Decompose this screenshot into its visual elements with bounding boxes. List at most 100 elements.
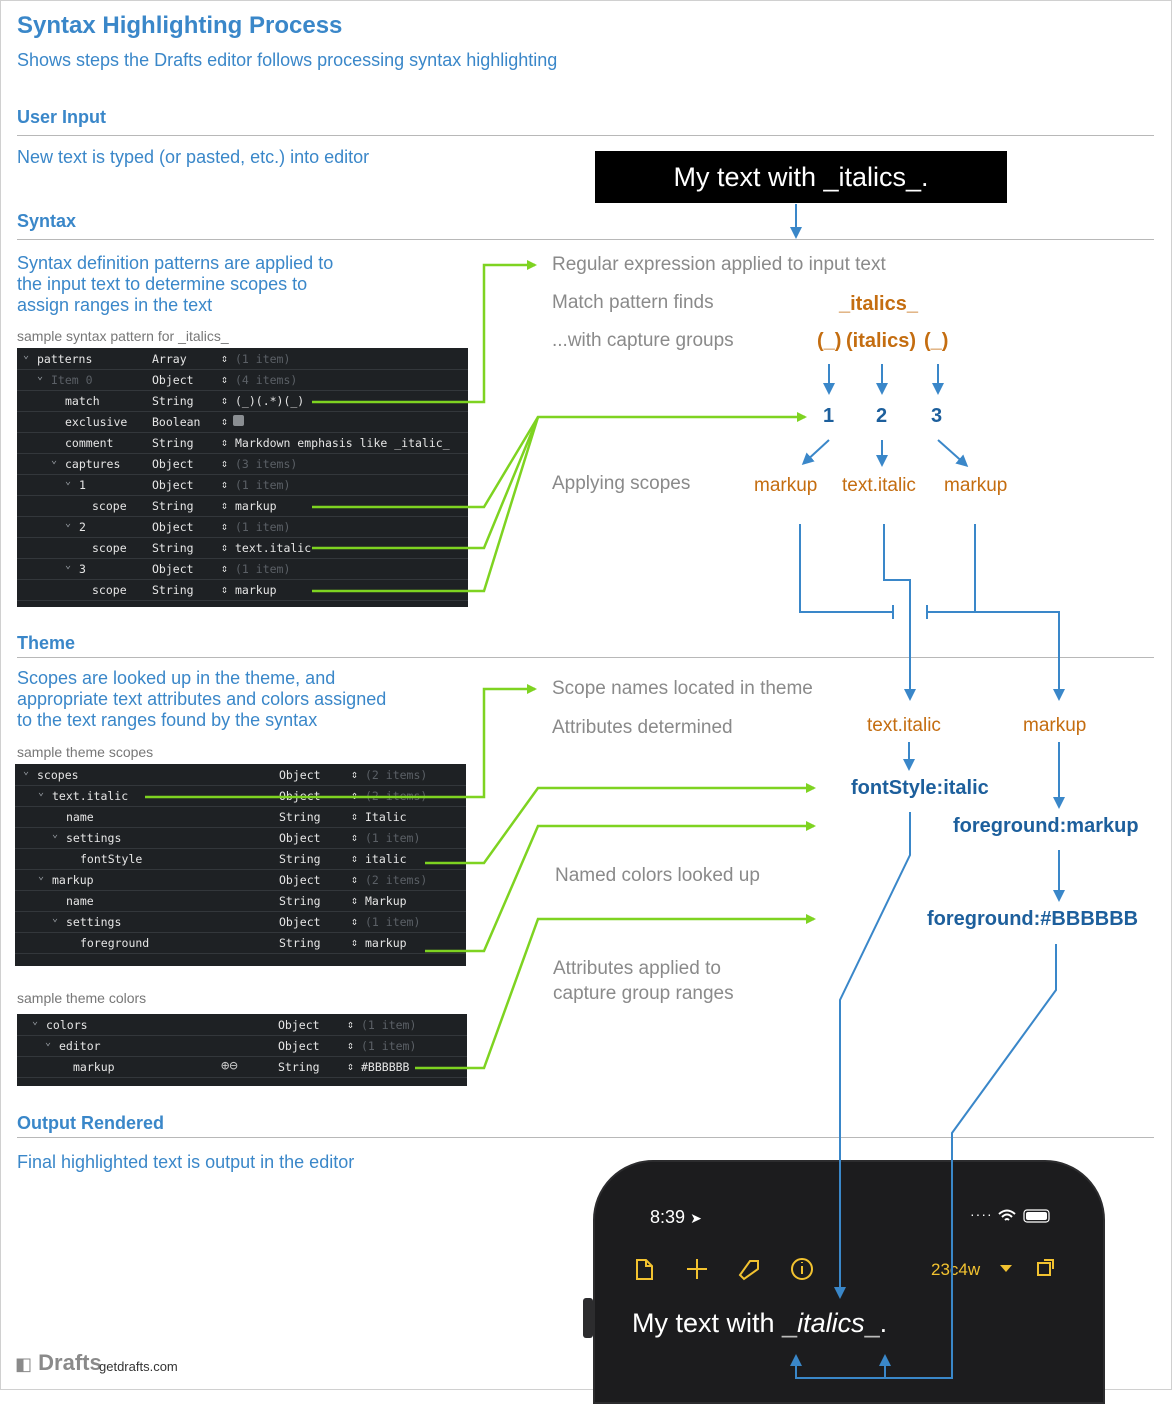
theme-description: Scopes are looked up in the theme, and a… (17, 668, 386, 731)
type-stepper-icon[interactable]: ⇕ (221, 435, 228, 449)
section-divider (17, 1137, 1154, 1138)
type-stepper-icon[interactable]: ⇕ (347, 1038, 354, 1052)
type-stepper-icon[interactable]: ⇕ (347, 1017, 354, 1031)
disclosure-chevron-icon[interactable]: ⌄ (65, 518, 72, 529)
type-stepper-icon[interactable]: ⇕ (351, 767, 358, 781)
disclosure-chevron-icon[interactable]: ⌄ (45, 1037, 52, 1048)
phone-toolbar[interactable] (632, 1255, 1072, 1285)
table-value: (_)(.*)(_) (235, 394, 305, 408)
color-connector (415, 914, 816, 1070)
table-value: Italic (365, 810, 407, 824)
type-stepper-icon[interactable]: ⇕ (351, 893, 358, 907)
capture-connector-2 (312, 416, 540, 550)
markup-path (926, 524, 1059, 698)
disclosure-chevron-icon[interactable]: ⌄ (23, 350, 30, 361)
table-type: Object (278, 1039, 320, 1053)
table-key: scopes (37, 768, 79, 782)
attributes-applied-label: Attributes applied to capture group rang… (553, 956, 734, 1006)
table-type: String (279, 936, 321, 950)
table-type: String (278, 1060, 320, 1074)
type-stepper-icon[interactable]: ⇕ (347, 1059, 354, 1073)
type-stepper-icon[interactable]: ⇕ (221, 393, 228, 407)
type-stepper-icon[interactable]: ⇕ (351, 935, 358, 949)
type-stepper-icon[interactable]: ⇕ (351, 851, 358, 865)
attributes-applied-line: Attributes applied to (553, 958, 721, 979)
table-type: String (152, 499, 194, 513)
disclosure-chevron-icon[interactable]: ⌄ (38, 871, 45, 882)
type-stepper-icon[interactable]: ⇕ (221, 477, 228, 491)
fontstyle-connector (425, 783, 816, 865)
type-stepper-icon[interactable]: ⇕ (351, 788, 358, 802)
word-count[interactable]: 23c4w (931, 1260, 981, 1279)
table-key: Item 0 (51, 373, 93, 387)
section-divider (17, 135, 1154, 136)
table-type: Object (279, 768, 321, 782)
named-colors-label: Named colors looked up (555, 865, 760, 886)
table-type: Boolean (152, 415, 201, 429)
table-key: name (66, 810, 94, 824)
disclosure-chevron-icon[interactable]: ⌄ (52, 913, 59, 924)
table-value: (1 item) (361, 1018, 417, 1032)
add-remove-icon[interactable]: ⊕⊖ (221, 1058, 238, 1074)
location-icon: ➤ (690, 1210, 702, 1226)
chevron-down-icon (1000, 1265, 1012, 1272)
type-stepper-icon[interactable]: ⇕ (221, 582, 228, 596)
disclosure-chevron-icon[interactable]: ⌄ (32, 1016, 39, 1027)
disclosure-chevron-icon[interactable]: ⌄ (23, 766, 30, 777)
type-stepper-icon[interactable]: ⇕ (221, 456, 228, 470)
table-key: scope (92, 583, 127, 597)
type-stepper-icon[interactable]: ⇕ (221, 498, 228, 512)
disclosure-chevron-icon[interactable]: ⌄ (52, 829, 59, 840)
type-stepper-icon[interactable]: ⇕ (221, 519, 228, 533)
type-stepper-icon[interactable]: ⇕ (351, 872, 358, 886)
phone-mockup (593, 1160, 1105, 1404)
type-stepper-icon[interactable]: ⇕ (221, 414, 228, 428)
section-divider (17, 239, 1154, 240)
type-stepper-icon[interactable]: ⇕ (351, 830, 358, 844)
scope-connector (145, 684, 537, 799)
table-value: Markup (365, 894, 407, 908)
editor-text-plain: . (879, 1308, 888, 1338)
output-description: Final highlighted text is output in the … (17, 1152, 355, 1172)
match-value: _italics_ (839, 293, 918, 315)
syntax-desc-line: the input text to determine scopes to (17, 274, 308, 294)
user-input-description: New text is typed (or pasted, etc.) into… (17, 147, 370, 167)
editor-italic-text: italics (797, 1308, 865, 1338)
table-type: Object (152, 373, 194, 387)
type-stepper-icon[interactable]: ⇕ (351, 809, 358, 823)
table-key: settings (66, 915, 122, 929)
disclosure-chevron-icon[interactable]: ⌄ (65, 476, 72, 487)
section-heading-user-input: User Input (17, 107, 107, 127)
type-stepper-icon[interactable]: ⇕ (221, 561, 228, 575)
markup-merge-left (799, 524, 894, 619)
type-stepper-icon[interactable]: ⇕ (221, 372, 228, 386)
disclosure-chevron-icon[interactable]: ⌄ (65, 560, 72, 571)
page-title: Syntax Highlighting Process (17, 12, 343, 39)
scope-arrow-3 (937, 439, 969, 467)
disclosure-chevron-icon[interactable]: ⌄ (51, 455, 58, 466)
phone-editor-text[interactable]: My text with _italics_. (632, 1308, 887, 1339)
type-stepper-icon[interactable]: ⇕ (221, 351, 228, 365)
table-value: text.italic (235, 541, 312, 555)
type-stepper-icon[interactable]: ⇕ (221, 540, 228, 554)
foreground-markup-attribute: foreground:markup (953, 815, 1139, 837)
disclosure-chevron-icon[interactable]: ⌄ (38, 787, 45, 798)
editor-markup-char: _ (864, 1308, 880, 1338)
wifi-icon (998, 1209, 1016, 1221)
group-number-1: 1 (823, 405, 835, 427)
disclosure-chevron-icon[interactable]: ⌄ (37, 371, 44, 382)
phone-time: 8:39 ➤ (650, 1207, 702, 1228)
type-stepper-icon[interactable]: ⇕ (351, 914, 358, 928)
table-value: (2 items) (365, 768, 428, 782)
attributes-applied-line: capture group ranges (553, 983, 734, 1004)
checkbox[interactable] (233, 415, 244, 426)
